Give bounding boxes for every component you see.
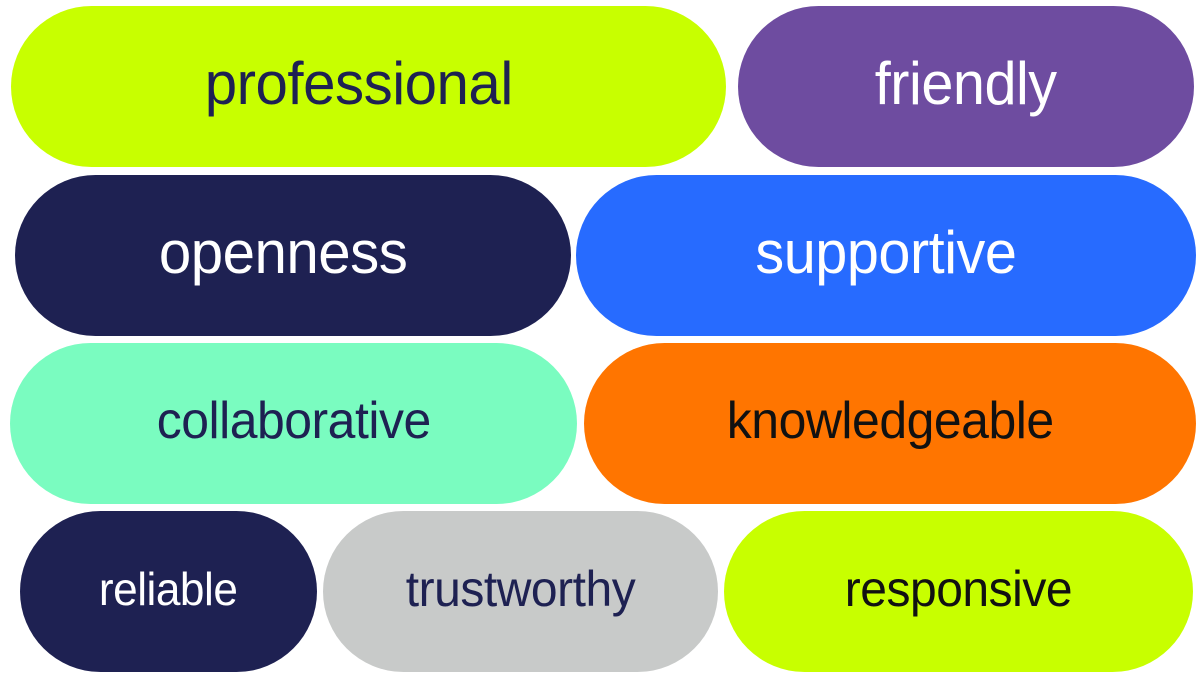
pill-label-collaborative: collaborative — [156, 391, 431, 450]
pill-professional: professional — [11, 6, 726, 167]
pill-label-knowledgeable: knowledgeable — [726, 391, 1054, 450]
pill-supportive: supportive — [576, 175, 1196, 336]
pill-label-friendly: friendly — [875, 49, 1057, 117]
pill-responsive: responsive — [724, 511, 1193, 672]
pill-knowledgeable: knowledgeable — [584, 343, 1196, 504]
pill-openness: openness — [15, 175, 571, 336]
pill-reliable: reliable — [20, 511, 317, 672]
pill-label-supportive: supportive — [755, 218, 1017, 286]
pill-label-reliable: reliable — [99, 562, 238, 615]
pill-label-professional: professional — [204, 49, 513, 117]
pill-friendly: friendly — [738, 6, 1194, 167]
pill-label-trustworthy: trustworthy — [405, 560, 636, 617]
pill-label-responsive: responsive — [844, 560, 1073, 617]
pill-trustworthy: trustworthy — [323, 511, 718, 672]
pill-label-openness: openness — [158, 218, 408, 286]
pill-collaborative: collaborative — [10, 343, 577, 504]
